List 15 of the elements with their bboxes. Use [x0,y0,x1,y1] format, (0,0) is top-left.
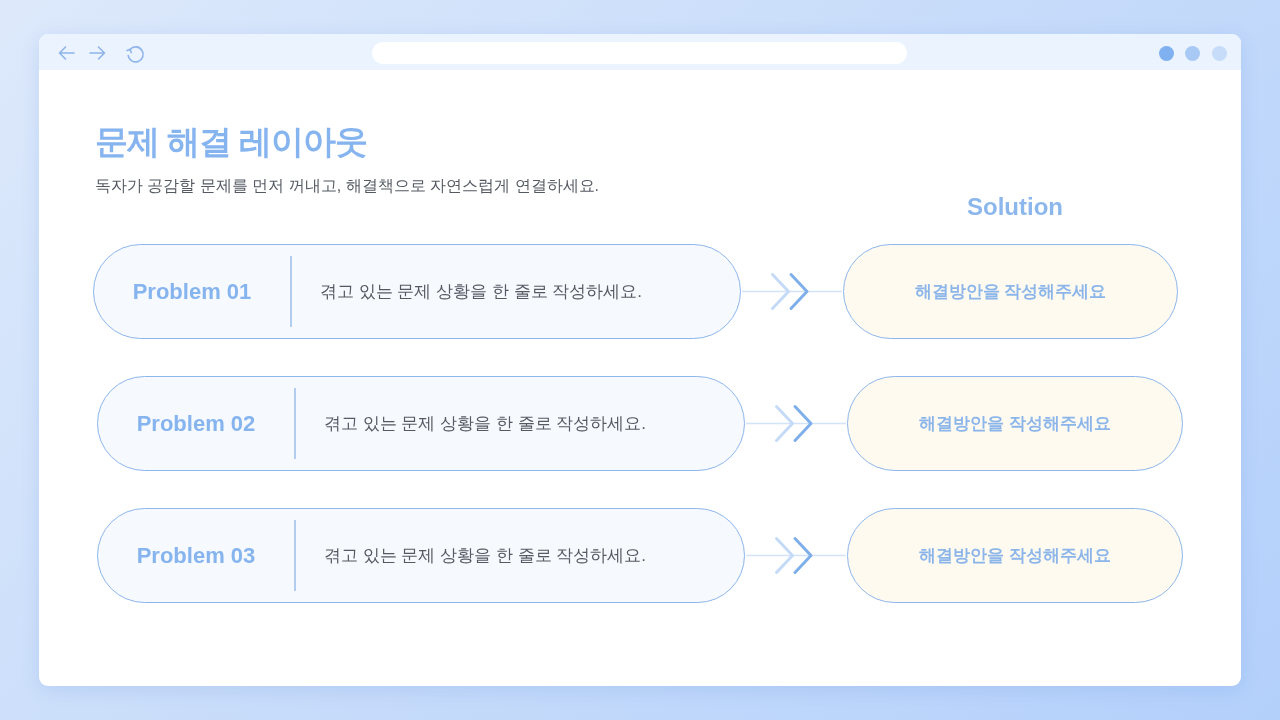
problem-text: 겪고 있는 문제 상황을 한 줄로 작성하세요. [320,281,643,303]
page-title: 문제 해결 레이아웃 [95,122,368,162]
problem-text: 겪고 있는 문제 상황을 한 줄로 작성하세요. [324,413,647,435]
double-chevron-arrow [745,405,847,442]
problem-number: Problem 03 [136,542,256,569]
solution-text: 해결방안을 작성해주세요 [919,413,1111,435]
solution-text: 해결방안을 작성해주세요 [914,281,1107,303]
problem-number: Problem 01 [132,278,252,305]
double-chevron-arrow [745,537,847,574]
solution-text: 해결방안을 작성해주세요 [919,545,1111,567]
problem-text: 겪고 있는 문제 상황을 한 줄로 작성하세요. [324,545,647,567]
double-chevron-arrow [741,273,843,310]
column-heading: Solution [966,193,1064,221]
problem-number: Problem 02 [136,410,256,437]
subtitle-text: 독자가 공감할 문제를 먼저 꺼내고, 해결책으로 자연스럽게 연결하세요. [95,176,599,196]
